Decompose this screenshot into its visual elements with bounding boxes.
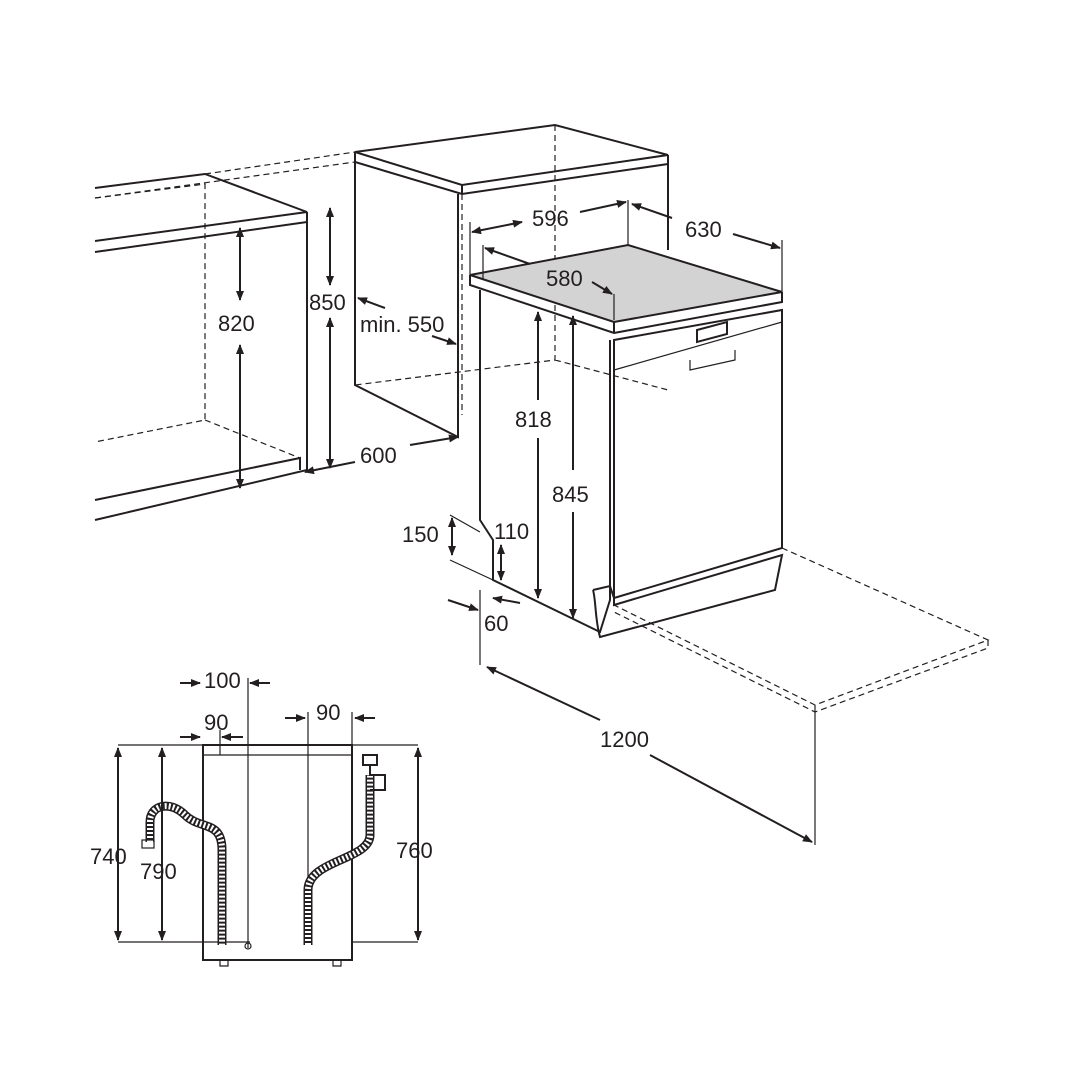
label-60: 60 — [484, 611, 508, 636]
label-90-right: 90 — [316, 700, 340, 725]
label-90-left: 90 — [204, 710, 228, 735]
label-790: 790 — [140, 859, 177, 884]
label-820: 820 — [218, 311, 255, 336]
side-view — [114, 678, 422, 967]
label-818: 818 — [515, 407, 552, 432]
label-845: 845 — [552, 482, 589, 507]
label-1200: 1200 — [600, 727, 649, 752]
label-630: 630 — [685, 217, 722, 242]
label-110: 110 — [494, 519, 529, 544]
dimension-lines — [236, 200, 816, 845]
label-760: 760 — [396, 838, 433, 863]
label-100: 100 — [204, 668, 241, 693]
dishwasher — [469, 243, 990, 713]
label-850: 850 — [309, 290, 346, 315]
label-min-550: min. 550 — [360, 312, 444, 337]
label-600: 600 — [360, 443, 397, 468]
middle-cabinet — [94, 123, 669, 439]
left-cabinet — [94, 151, 356, 521]
label-150: 150 — [402, 522, 439, 547]
label-580: 580 — [546, 266, 583, 291]
label-740: 740 — [90, 844, 127, 869]
label-596: 596 — [532, 206, 569, 231]
